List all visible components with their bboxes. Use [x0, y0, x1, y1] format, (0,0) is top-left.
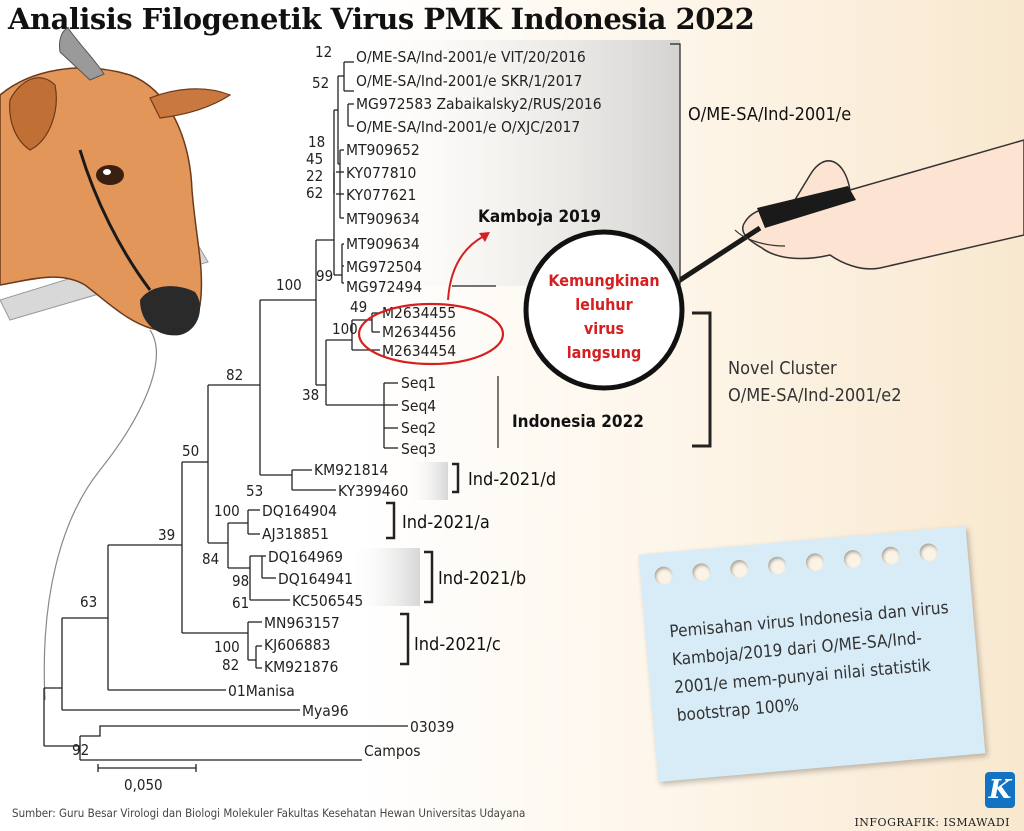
bootstrap-value: 92 — [72, 741, 89, 759]
bootstrap-value: 61 — [232, 594, 249, 612]
bootstrap-value: 63 — [80, 593, 97, 611]
kompas-logo: K — [985, 772, 1015, 808]
clade-label-ind-2021-d: Ind-2021/d — [468, 469, 556, 490]
tip-label: KY077621 — [346, 186, 416, 204]
bootstrap-value: 45 — [306, 150, 323, 168]
bootstrap-value: 98 — [232, 572, 249, 590]
tip-label: KJ606883 — [264, 636, 330, 654]
cow-illustration — [0, 27, 232, 701]
punch-hole — [729, 559, 750, 579]
ancestor-label-line: langsung — [567, 343, 642, 362]
tip-label: DQ164941 — [278, 570, 353, 588]
ancestor-label-line: Kemungkinan — [548, 271, 659, 290]
tip-label: Seq4 — [401, 397, 436, 415]
ancestor-label-line: virus — [584, 319, 624, 338]
note-text: Pemisahan virus Indonesia dan virus Kamb… — [668, 597, 950, 726]
tip-label: Seq3 — [401, 440, 436, 458]
tip-label: KY399460 — [338, 482, 408, 500]
tip-label: AJ318851 — [262, 525, 329, 543]
bootstrap-value: 39 — [158, 526, 175, 544]
tip-label: MG972504 — [346, 258, 422, 276]
tip-label: 01Manisa — [228, 682, 295, 700]
bootstrap-value: 99 — [316, 267, 333, 285]
bootstrap-value: 52 — [312, 74, 329, 92]
source-caption: Sumber: Guru Besar Virologi dan Biologi … — [12, 806, 526, 820]
clade-label-kamboja: Kamboja 2019 — [478, 207, 601, 227]
punch-hole — [691, 562, 712, 583]
tip-label: O/ME-SA/Ind-2001/e VIT/20/2016 — [356, 48, 586, 66]
tip-label: Mya96 — [302, 702, 349, 720]
bootstrap-values: 12 52 18 45 22 62 99 100 49 100 38 82 53… — [72, 43, 367, 759]
tree-branches — [43, 61, 496, 772]
bootstrap-value: 38 — [302, 386, 319, 404]
page-title: Analisis Filogenetik Virus PMK Indonesia… — [8, 2, 755, 36]
cambodia-arrow — [447, 235, 485, 301]
ancestor-label: Kemungkinan leluhur virus langsung — [548, 271, 659, 362]
punch-hole — [880, 546, 901, 566]
bootstrap-value: 82 — [226, 366, 243, 384]
bootstrap-value: 18 — [308, 133, 325, 151]
tip-label: M2634454 — [382, 342, 456, 360]
tip-label: Campos — [364, 742, 421, 760]
tip-label: KM921876 — [264, 658, 338, 676]
bootstrap-value: 84 — [202, 550, 219, 568]
clade-b-shade — [350, 548, 420, 606]
tip-label: KC506545 — [292, 592, 363, 610]
tip-labels: O/ME-SA/Ind-2001/e VIT/20/2016 O/ME-SA/I… — [228, 48, 602, 760]
tip-label: DQ164969 — [268, 548, 343, 566]
clade-label-ind-2021-c: Ind-2021/c — [414, 634, 501, 655]
cambodia-highlight-ellipse — [357, 302, 505, 366]
tip-label: KM921814 — [314, 461, 389, 479]
clade-label-ind-2021-a: Ind-2021/a — [402, 512, 490, 533]
bootstrap-value: 100 — [332, 320, 358, 338]
bootstrap-value: 53 — [246, 482, 263, 500]
clade-label-ome: O/ME-SA/Ind-2001/e — [688, 104, 851, 125]
clade-label-novel-line2: O/ME-SA/Ind-2001/e2 — [728, 385, 902, 406]
scale-bar-label: 0,050 — [124, 776, 163, 794]
tip-label: MG972494 — [346, 278, 422, 296]
tip-label: O/ME-SA/Ind-2001/e O/XJC/2017 — [356, 118, 580, 136]
ancestor-label-line: leluhur — [575, 295, 633, 314]
tip-label: M2634455 — [382, 304, 456, 322]
tip-label: M2634456 — [382, 323, 456, 341]
note-card: Pemisahan virus Indonesia dan virus Kamb… — [638, 526, 986, 782]
tip-label: MT909634 — [346, 210, 420, 228]
clade-label-ind-2021-b: Ind-2021/b — [438, 568, 526, 589]
clade-d-shade — [408, 462, 448, 500]
tip-label: MG972583 Zabaikalsky2/RUS/2016 — [356, 95, 602, 113]
punch-hole — [918, 542, 939, 563]
punch-hole — [653, 565, 674, 586]
tip-label: KY077810 — [346, 164, 416, 182]
hand-magnifier-illustration — [675, 139, 1024, 285]
credit-caption: INFOGRAFIK: ISMAWADI — [854, 816, 1010, 829]
tip-label: Seq2 — [401, 419, 436, 437]
bootstrap-value: 49 — [350, 298, 367, 316]
tip-label: O/ME-SA/Ind-2001/e SKR/1/2017 — [356, 72, 582, 90]
clade-label-indonesia: Indonesia 2022 — [512, 412, 644, 432]
bootstrap-value: 100 — [214, 502, 240, 520]
bootstrap-value: 62 — [306, 184, 323, 202]
tip-label: MT909652 — [346, 141, 420, 159]
clade-markers — [386, 43, 712, 666]
arrow-head-icon — [479, 232, 490, 242]
bootstrap-value: 82 — [222, 656, 239, 674]
tip-label: MT909634 — [346, 235, 420, 253]
tip-label: MN963157 — [264, 614, 340, 632]
punch-hole — [843, 549, 863, 569]
clade-label-novel-line1: Novel Cluster — [728, 358, 837, 379]
bootstrap-value: 22 — [306, 167, 323, 185]
tip-label: 03039 — [410, 718, 454, 736]
bootstrap-value: 100 — [276, 276, 302, 294]
bootstrap-value: 100 — [214, 638, 240, 656]
bootstrap-value: 50 — [182, 442, 199, 460]
punch-hole — [805, 552, 825, 573]
magnifier-lens — [523, 229, 685, 391]
tip-label: Seq1 — [401, 374, 436, 392]
bootstrap-value: 12 — [315, 43, 332, 61]
punch-hole — [767, 555, 787, 576]
tip-label: DQ164904 — [262, 502, 337, 520]
